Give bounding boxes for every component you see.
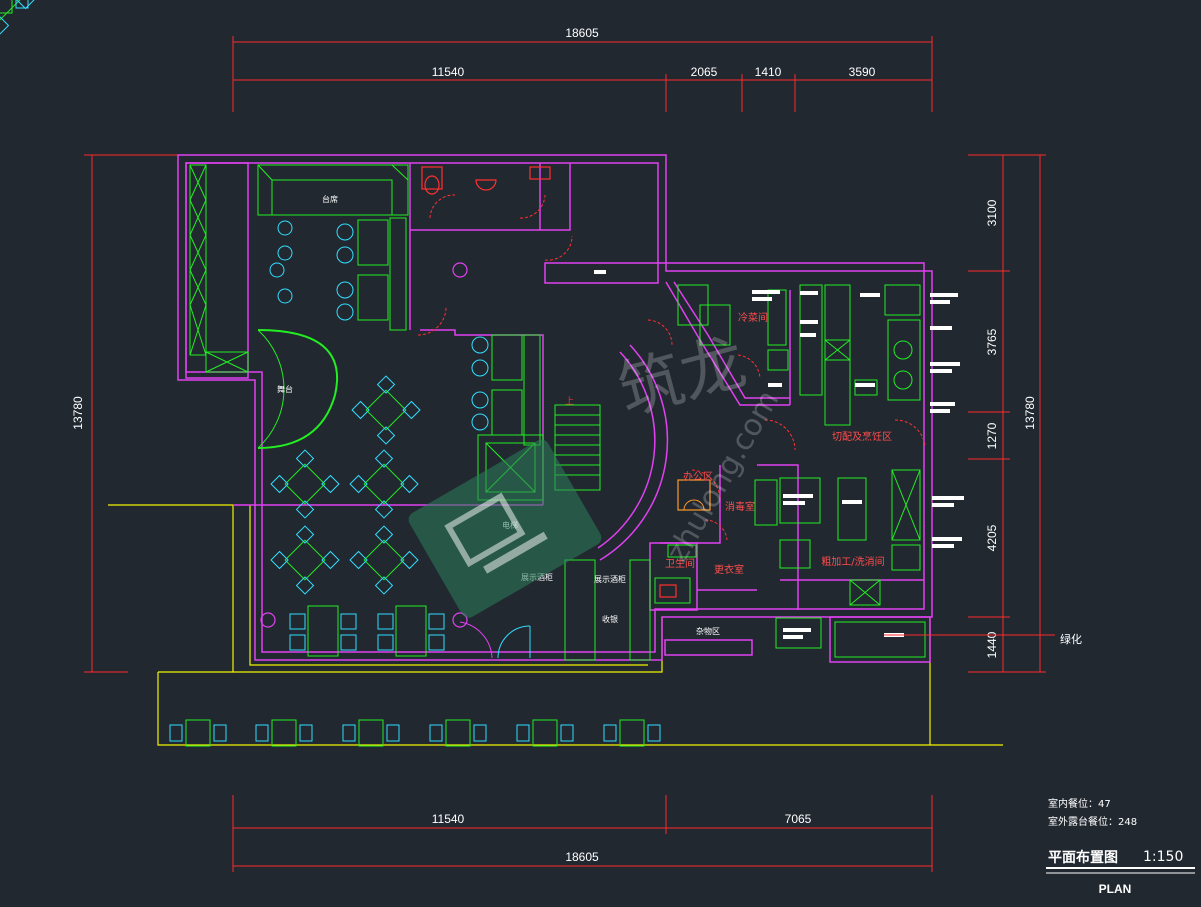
room-label-stage: 舞台	[277, 384, 293, 394]
top-total-dimension: 18605	[565, 26, 599, 40]
room-label-bar: 台席	[322, 194, 338, 204]
bottom-dimension-group	[232, 795, 933, 872]
room-label-office: 办公区	[683, 470, 713, 483]
curved-wall-outer	[599, 344, 669, 561]
stair-up-label: 上	[565, 396, 574, 407]
room-label-display-cabinet-2: 展示酒柜	[594, 574, 626, 584]
top-dimension-1: 11540	[432, 65, 465, 79]
bottom-dimension-1: 11540	[432, 812, 465, 826]
room-label-disinfection: 消毒室	[725, 500, 755, 513]
curved-wall-inner	[597, 351, 656, 549]
bottom-total-dimension: 18605	[565, 850, 599, 864]
entrance-door-swing	[497, 625, 531, 659]
dining-table-sets	[0, 0, 421, 595]
side-door-swing	[459, 621, 493, 659]
right-dimension-2: 3765	[985, 328, 999, 355]
drawing-title: 平面布置图	[1048, 849, 1118, 866]
dining-chairs	[269, 220, 489, 651]
door-swings	[417, 194, 926, 541]
right-dimension-group	[968, 154, 1046, 673]
outdoor-seats-info: 室外露台餐位：248	[1048, 815, 1137, 828]
room-label-cold-kitchen: 冷菜间	[738, 311, 768, 324]
office-desk	[677, 479, 711, 511]
right-dimension-5: 1440	[985, 631, 999, 658]
room-label-changing: 更衣室	[714, 563, 744, 576]
right-dimension-1: 3100	[985, 199, 999, 226]
watermark-logo	[408, 439, 602, 618]
room-label-rough-processing: 粗加工/洗消间	[821, 555, 884, 568]
outdoor-table-sets	[0, 0, 661, 747]
left-dimension-group	[84, 154, 178, 673]
right-total-dimension: 13780	[1023, 396, 1037, 430]
bottom-dimension-2: 7065	[785, 812, 812, 826]
column-circle-2	[452, 612, 468, 628]
top-dimension-3: 1410	[755, 65, 782, 79]
right-dimension-4: 4205	[985, 524, 999, 551]
room-label-toilet: 卫生间	[665, 557, 695, 570]
furniture-layer	[189, 164, 926, 661]
right-dimension-3: 1270	[985, 422, 999, 449]
sanitary-fixtures	[421, 166, 677, 598]
room-label-cashier: 收银	[602, 614, 618, 624]
left-total-dimension: 13780	[71, 396, 85, 430]
drawing-subtitle: PLAN	[1099, 882, 1132, 896]
room-label-misc-area: 杂物区	[696, 626, 720, 636]
greening-label: 绿化	[1060, 632, 1082, 646]
indoor-seats-info: 室内餐位：47	[1048, 797, 1111, 810]
drawing-scale: 1:150	[1143, 849, 1183, 865]
column-circle-1	[452, 262, 468, 278]
room-label-cutting-area: 切配及烹饪区	[832, 430, 892, 443]
office-chair	[683, 499, 705, 511]
building-walls	[177, 154, 933, 663]
top-dimension-2: 2065	[691, 65, 718, 79]
top-dimension-group	[232, 36, 933, 112]
column-circle-3	[260, 612, 276, 628]
top-dimension-4: 3590	[849, 65, 876, 79]
